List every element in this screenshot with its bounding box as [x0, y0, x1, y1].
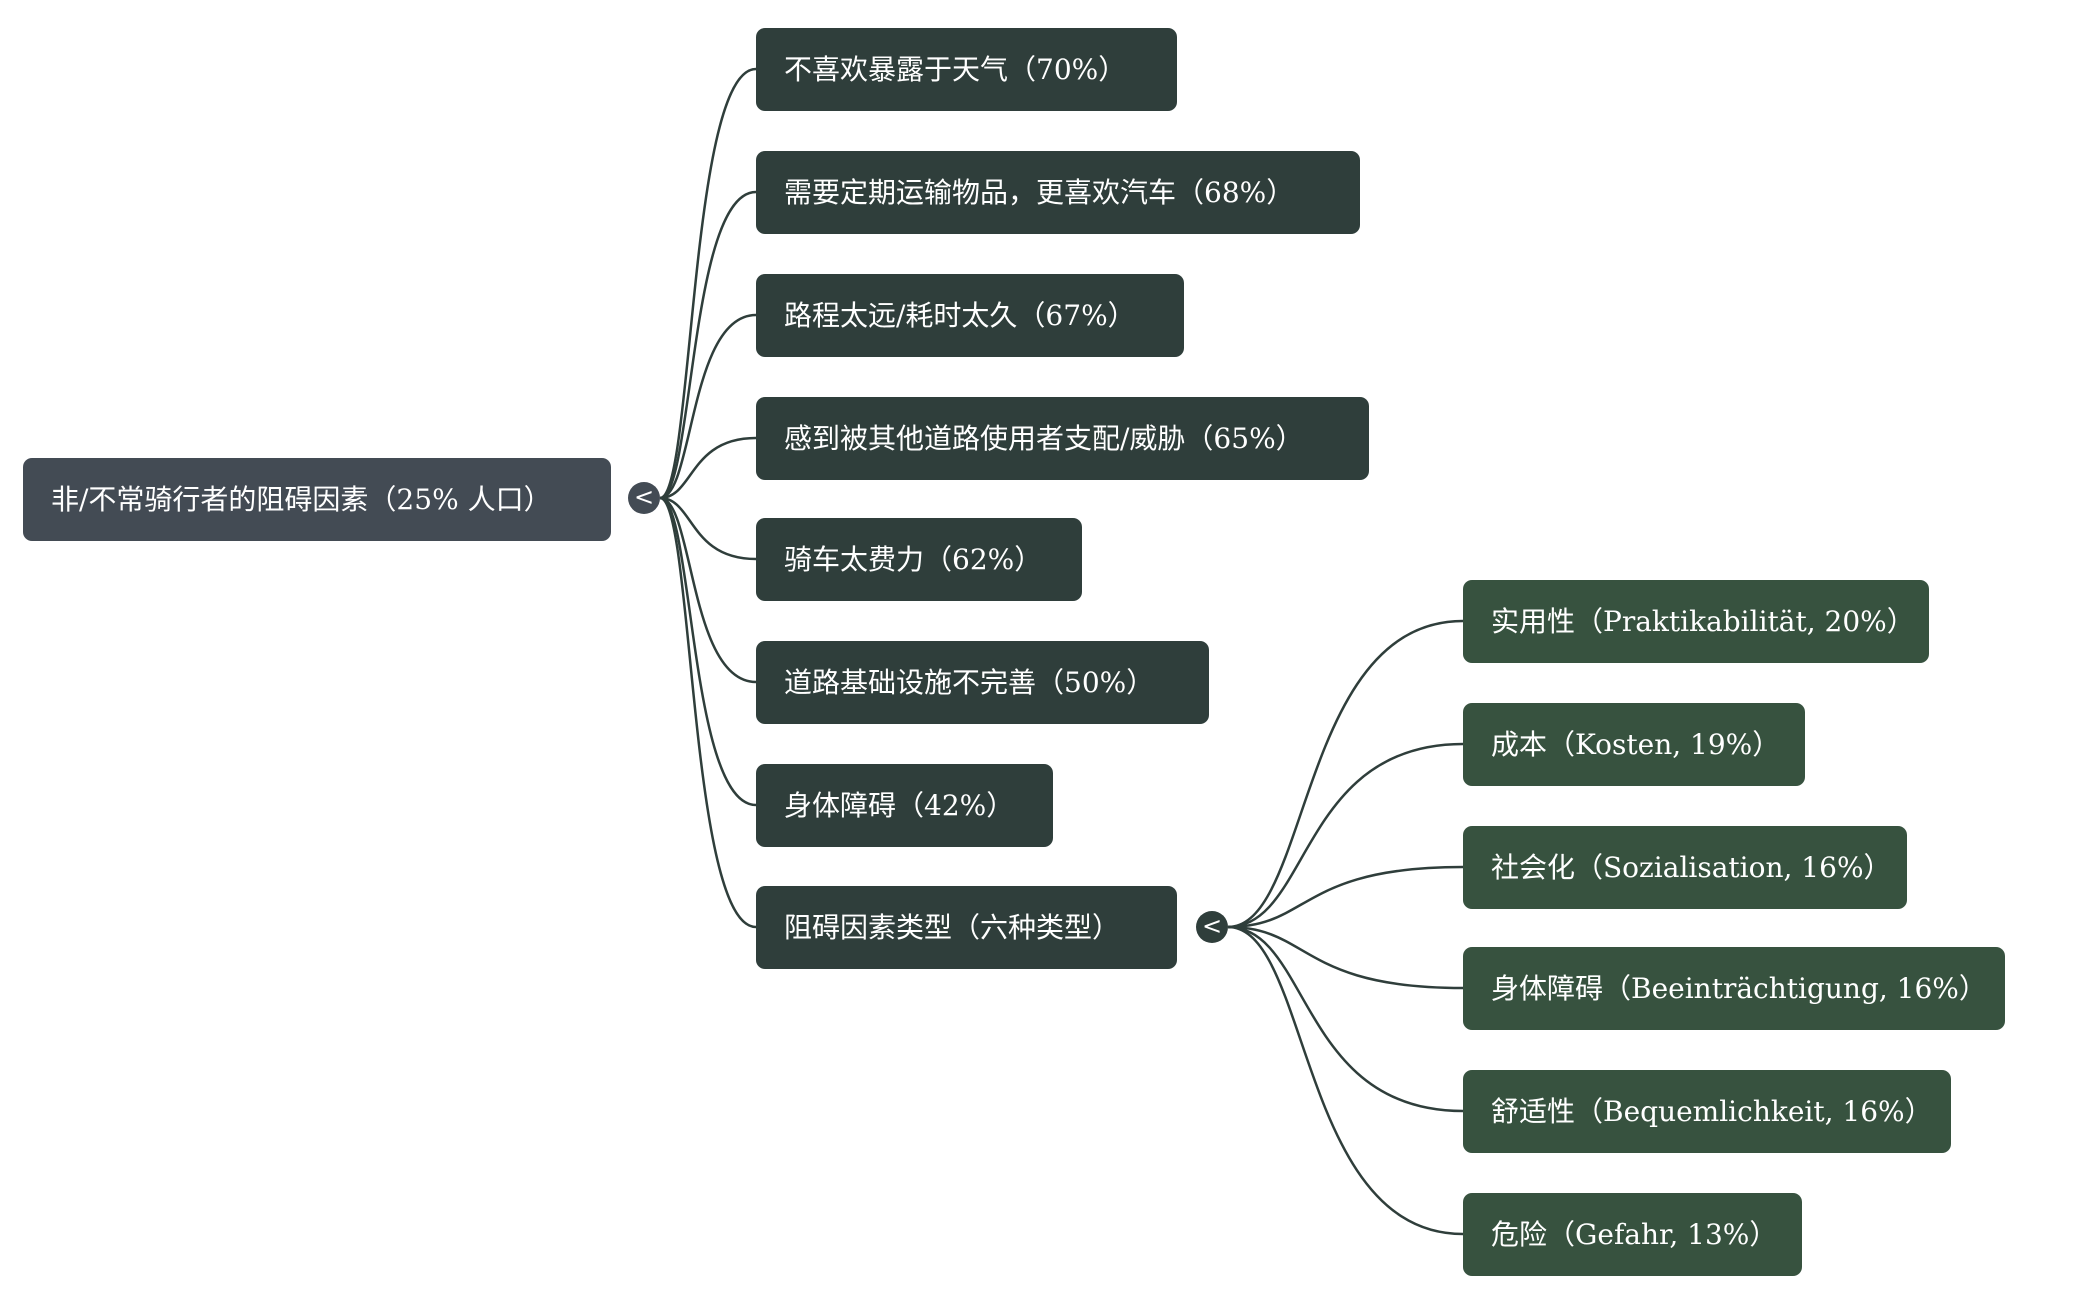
node-infrastructure[interactable]: 道路基础设施不完善（50%）: [756, 641, 1209, 724]
connector-types-2: [1227, 865, 1464, 929]
collapse-toggle-barrier-types[interactable]: <: [1196, 911, 1228, 943]
node-danger[interactable]: 危险（Gefahr, 13%）: [1463, 1193, 1802, 1276]
connector-types-4: [1227, 925, 1464, 1113]
node-transport-goods[interactable]: 需要定期运输物品，更喜欢汽车（68%）: [756, 151, 1360, 234]
node-comfort[interactable]: 舒适性（Bequemlichkeit, 16%）: [1463, 1070, 1951, 1153]
connector-root-0: [659, 67, 757, 500]
node-barrier-types[interactable]: 阻碍因素类型（六种类型）: [756, 886, 1177, 969]
connector-root-4: [659, 496, 757, 561]
node-effort[interactable]: 骑车太费力（62%）: [756, 518, 1082, 601]
connector-root-6: [659, 496, 757, 807]
node-weather[interactable]: 不喜欢暴露于天气（70%）: [756, 28, 1177, 111]
node-socialization[interactable]: 社会化（Sozialisation, 16%）: [1463, 826, 1907, 909]
node-impairment[interactable]: 身体障碍（Beeinträchtigung, 16%）: [1463, 947, 2005, 1030]
node-distance[interactable]: 路程太远/耗时太久（67%）: [756, 274, 1184, 357]
connector-root-1: [659, 190, 757, 500]
connector-types-3: [1227, 925, 1464, 990]
node-cost[interactable]: 成本（Kosten, 19%）: [1463, 703, 1805, 786]
root-node[interactable]: 非/不常骑行者的阻碍因素（25% 人口）: [23, 458, 611, 541]
connector-root-3: [659, 436, 757, 500]
node-threatened[interactable]: 感到被其他道路使用者支配/威胁（65%）: [756, 397, 1369, 480]
connector-types-5: [1227, 925, 1464, 1236]
connector-root-2: [659, 313, 757, 500]
node-physical-barrier[interactable]: 身体障碍（42%）: [756, 764, 1053, 847]
collapse-toggle-root[interactable]: <: [628, 482, 660, 514]
connector-types-1: [1227, 742, 1464, 929]
connector-root-5: [659, 496, 757, 684]
connector-root-7: [659, 496, 757, 929]
connector-types-0: [1227, 619, 1464, 929]
node-practicality[interactable]: 实用性（Praktikabilität, 20%）: [1463, 580, 1929, 663]
